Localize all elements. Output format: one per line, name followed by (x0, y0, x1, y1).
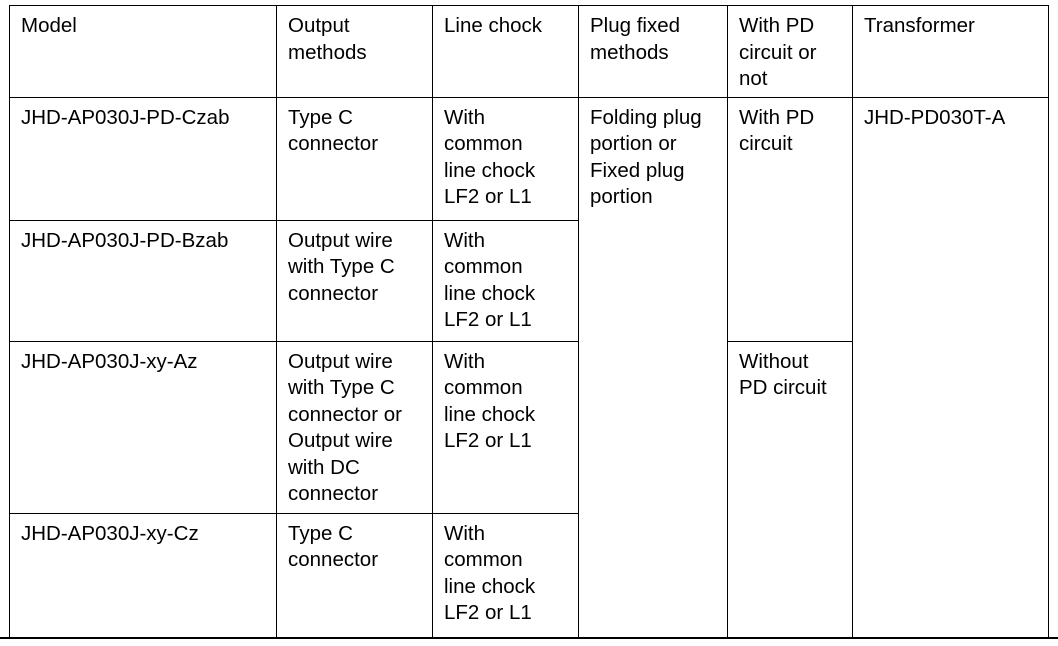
cell-model: JHD-AP030J-xy-Az (9, 340, 277, 514)
table-row: JHD-AP030J-xy-Az Output wire with Type C… (9, 340, 1049, 639)
column-header-output: Output methods (276, 5, 433, 98)
column-header-plug-fixed: Plug fixed methods (578, 5, 728, 98)
cell-output: Type C connector (276, 512, 433, 639)
cell-line-chock: With common line chock LF2 or L1 (432, 96, 579, 221)
table-row: JHD-AP030J-PD-Bzab Output wire with Type… (9, 219, 1049, 342)
cell-plug-fixed-merged: Folding plug portion or Fixed plug porti… (578, 96, 728, 639)
table-row: JHD-AP030J-PD-Czab Type C connector With… (9, 96, 1049, 639)
cell-model: JHD-AP030J-PD-Czab (9, 96, 277, 221)
column-header-pd-circuit: With PD circuit or not (727, 5, 853, 98)
product-spec-table: Model Output methods Line chock Plug fix… (9, 5, 1049, 639)
cell-line-chock: With common line chock LF2 or L1 (432, 512, 579, 639)
table-row: JHD-AP030J-xy-Cz Type C connector With c… (9, 512, 1049, 639)
cell-transformer-merged: JHD-PD030T-A (852, 96, 1049, 639)
cell-model: JHD-AP030J-PD-Bzab (9, 219, 277, 342)
page-bottom-rule (0, 637, 1058, 639)
cell-line-chock: With common line chock LF2 or L1 (432, 219, 579, 342)
cell-pd-circuit-merged: Without PD circuit (727, 340, 853, 639)
cell-pd-circuit-merged: With PD circuit (727, 96, 853, 342)
column-header-line-chock: Line chock (432, 5, 579, 98)
cell-output: Output wire with Type C connector (276, 219, 433, 342)
cell-output: Type C connector (276, 96, 433, 221)
cell-output: Output wire with Type C connector or Out… (276, 340, 433, 514)
cell-line-chock: With common line chock LF2 or L1 (432, 340, 579, 514)
cell-model: JHD-AP030J-xy-Cz (9, 512, 277, 639)
column-header-transformer: Transformer (852, 5, 1049, 98)
table-header-row: Model Output methods Line chock Plug fix… (9, 5, 1049, 98)
column-header-model: Model (9, 5, 277, 98)
